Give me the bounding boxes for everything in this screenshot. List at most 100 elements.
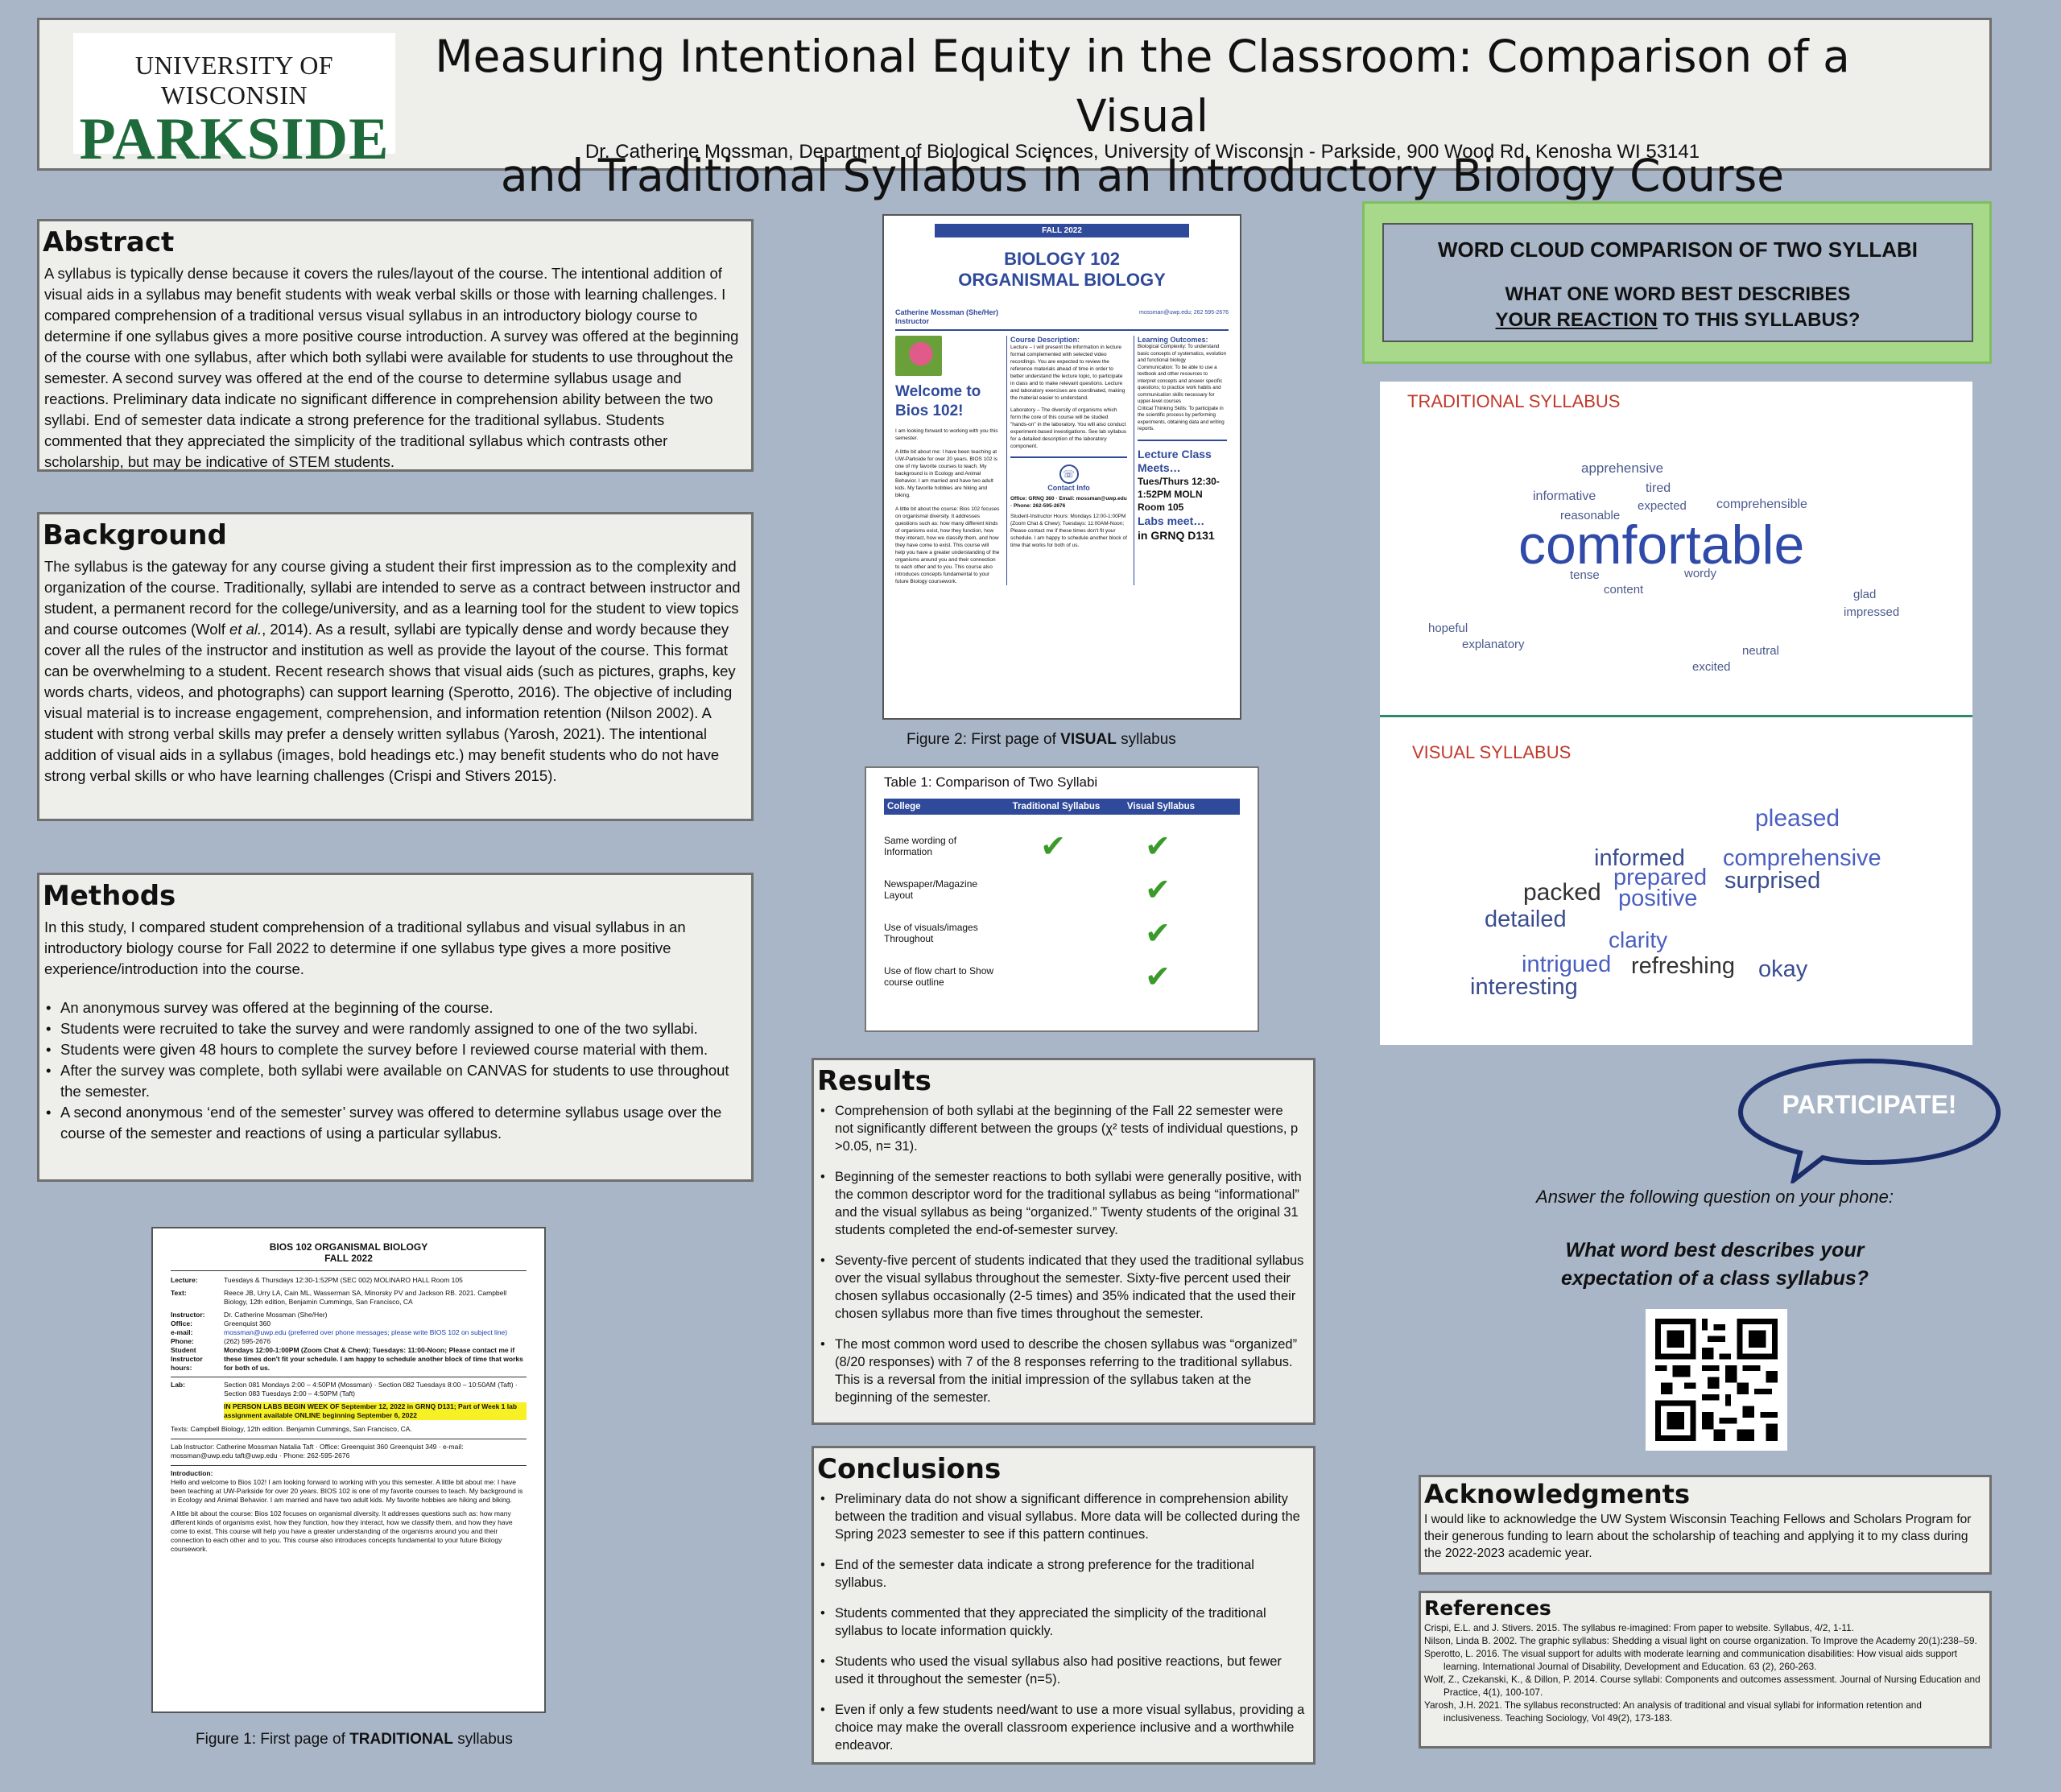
poster-title: Measuring Intentional Equity in the Clas…	[418, 27, 1867, 205]
logo-main-text: PARKSIDE	[79, 106, 390, 172]
word-cloud-word: interesting	[1470, 974, 1578, 1000]
divider	[895, 329, 1229, 331]
trad-row: Student Instructor hours: Mondays 12:00-1…	[171, 1346, 527, 1373]
word-cloud-word: informed	[1594, 845, 1685, 871]
trad-row: Office:Greenquist 360	[171, 1319, 527, 1328]
word-cloud-word: okay	[1758, 956, 1808, 982]
word-cloud-word: detailed	[1485, 906, 1567, 932]
visual-lecture-time: Tues/Thurs 12:30-1:52PM MOLN Room 105	[1138, 475, 1220, 513]
methods-panel: Methods In this study, I compared studen…	[37, 873, 754, 1182]
list-item: Students commented that they appreciated…	[819, 1604, 1305, 1640]
table-cell: Use of flow chart to Show course outline	[884, 965, 994, 988]
trad-row-value: Greenquist 360	[224, 1319, 271, 1327]
word-cloud-word: positive	[1618, 886, 1698, 911]
trad-intro-text: Hello and welcome to Bios 102! I am look…	[171, 1478, 523, 1504]
methods-list: An anonymous survey was offered at the b…	[39, 997, 751, 1144]
background-title: Background	[43, 519, 227, 551]
list-item: After the survey was complete, both syll…	[44, 1060, 743, 1102]
check-icon: ✔	[1040, 829, 1066, 864]
trad-row-label: Phone:	[171, 1337, 194, 1345]
word-cloud-word: hopeful	[1428, 621, 1468, 635]
background-text-b: , 2014). As a result, syllabi are typica…	[44, 621, 736, 784]
figure1-caption: Figure 1: First page of TRADITIONAL syll…	[196, 1731, 513, 1749]
visual-outcome: Communication: To be able to use a textb…	[1138, 364, 1223, 405]
divider	[171, 1270, 527, 1271]
contact-icon: ☏	[1059, 465, 1079, 484]
word-cloud-word: expected	[1638, 499, 1687, 513]
trad-row-value: Mondays 12:00-1:00PM (Zoom Chat & Chew);…	[224, 1346, 523, 1372]
table-header: College Traditional Syllabus Visual Syll…	[884, 799, 1240, 815]
trad-row-value: Reece JB, Urry LA, Cain ML, Wasserman SA…	[224, 1289, 507, 1306]
caption-bold: TRADITIONAL	[349, 1731, 453, 1748]
word-cloud-word: packed	[1523, 879, 1601, 906]
list-item: The most common word used to describe th…	[819, 1336, 1305, 1406]
results-panel: Results Comprehension of both syllabi at…	[812, 1058, 1315, 1425]
caption-text: syllabus	[452, 1731, 513, 1748]
visual-instructor: Catherine Mossman (She/Her)Instructor	[895, 308, 998, 326]
visual-title-2: ORGANISMAL BIOLOGY	[958, 270, 1166, 290]
visual-instructor-name: Catherine Mossman (She/Her)	[895, 308, 999, 316]
wordcloud-header: WORD CLOUD COMPARISON OF TWO SYLLABI WHA…	[1362, 201, 1992, 364]
table-row: Use of flow chart to Show course outline…	[884, 955, 1240, 998]
methods-intro: In this study, I compared student compre…	[44, 919, 686, 977]
abstract-title: Abstract	[43, 226, 175, 258]
conclusions-list: Preliminary data do not show a significa…	[814, 1490, 1313, 1754]
visual-left-col: Welcome to Bios 102! I am looking forwar…	[895, 336, 1000, 585]
caption-text: syllabus	[1116, 731, 1176, 748]
visual-about-me: A little bit about me: I have been teach…	[895, 449, 998, 498]
trad-intro-text-2: A little bit about the course: Bios 102 …	[171, 1509, 513, 1553]
trad-doc-rows: Lecture:Tuesdays & Thursdays 12:30-1:52P…	[171, 1276, 527, 1554]
word-cloud-word: intrigued	[1522, 952, 1612, 977]
visual-lab-desc: Laboratory – The diversity of organisms …	[1010, 407, 1127, 449]
list-item: An anonymous survey was offered at the b…	[44, 997, 743, 1018]
reference-item: Sperotto, L. 2016. The visual support fo…	[1424, 1648, 1958, 1672]
word-cloud-word: tired	[1646, 481, 1671, 495]
list-item: Comprehension of both syllabi at the beg…	[819, 1102, 1305, 1155]
visual-outcome: Biological Complexity: To understand bas…	[1138, 344, 1227, 363]
check-icon: ✔	[1145, 916, 1171, 951]
word-cloud-word: surprised	[1724, 868, 1821, 894]
university-logo: UNIVERSITY OF WISCONSIN PARKSIDE	[73, 33, 395, 169]
trad-row-label: Student Instructor hours:	[171, 1346, 203, 1372]
references-list: Crispi, E.L. and J. Stivers. 2015. The s…	[1421, 1621, 1989, 1724]
visual-welcome: Welcome to Bios 102!	[895, 383, 981, 419]
title-line-1: Measuring Intentional Equity in the Clas…	[435, 31, 1850, 142]
visual-title-1: BIOLOGY 102	[1004, 249, 1120, 269]
word-cloud-word: content	[1604, 583, 1644, 597]
visual-labs-title: Labs meet…	[1138, 514, 1205, 527]
trad-row-label: e-mail:	[171, 1328, 193, 1336]
trad-row: Instructor:Dr. Catherine Mossman (She/He…	[171, 1311, 527, 1319]
visual-mid-col: Course Description: Lecture – I will pre…	[1006, 336, 1127, 585]
word-cloud-word: glad	[1853, 588, 1877, 601]
trad-intro-title: Introduction:	[171, 1469, 213, 1477]
divider	[1010, 456, 1127, 458]
conclusions-panel: Conclusions Preliminary data do not show…	[812, 1446, 1315, 1765]
table-row: Newspaper/Magazine Layout ✔	[884, 868, 1240, 911]
trad-row: Text:Reece JB, Urry LA, Cain ML, Wasserm…	[171, 1289, 527, 1307]
qr-code[interactable]	[1646, 1309, 1787, 1451]
word-cloud-word: apprehensive	[1581, 460, 1664, 476]
participate-prompt: Answer the following question on your ph…	[1536, 1187, 1894, 1207]
traditional-syllabus-image: BIOS 102 ORGANISMAL BIOLOGY FALL 2022 Le…	[151, 1227, 546, 1713]
word-cloud-word: excited	[1692, 660, 1731, 674]
divider	[1138, 439, 1227, 441]
references-panel: References Crispi, E.L. and J. Stivers. …	[1419, 1591, 1992, 1749]
list-item: Students who used the visual syllabus al…	[819, 1653, 1305, 1688]
check-icon: ✔	[1145, 960, 1171, 994]
visual-contact-title: Contact Info	[1047, 484, 1090, 492]
visual-contact: Office: GRNQ 360 · Email: mossman@uwp.ed…	[1010, 496, 1127, 509]
results-list: Comprehension of both syllabi at the beg…	[814, 1102, 1313, 1406]
author-line: Dr. Catherine Mossman, Department of Bio…	[584, 141, 1700, 163]
word-cloud-word: comfortable	[1518, 514, 1805, 576]
word-cloud-word: explanatory	[1462, 638, 1525, 651]
question-line: YOUR REACTION TO THIS SYLLABUS?	[1384, 308, 1972, 333]
question-rest: TO THIS SYLLABUS?	[1657, 309, 1861, 331]
list-item: A second anonymous ‘end of the semester’…	[44, 1102, 743, 1144]
conclusions-title: Conclusions	[817, 1453, 1002, 1485]
speech-bubble-icon	[1737, 1058, 2001, 1183]
background-text-a: The syllabus is the gateway for any cour…	[44, 558, 741, 638]
list-item: Even if only a few students need/want to…	[819, 1701, 1305, 1754]
trad-highlight: IN PERSON LABS BEGIN WEEK OF September 1…	[224, 1402, 527, 1420]
acknowledgments-panel: Acknowledgments I would like to acknowle…	[1419, 1475, 1992, 1575]
table-cell: Newspaper/Magazine Layout	[884, 878, 978, 901]
